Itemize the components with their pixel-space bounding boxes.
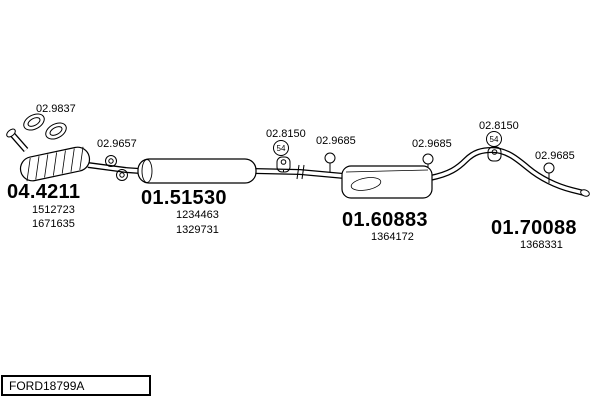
- drawing-code-box: FORD18799A: [1, 375, 151, 396]
- clamp-icon: [105, 155, 128, 181]
- ring-diameter-badge: 54: [273, 140, 289, 156]
- part-number-gasket: 02.9837: [36, 103, 76, 115]
- rear-silencer: [341, 165, 433, 199]
- part-number-tail-pipe: 01.70088: [491, 217, 577, 239]
- ref-number: 1368331: [520, 239, 563, 251]
- hanger-icon: [324, 152, 336, 172]
- pipe-runs: [6, 128, 590, 197]
- rubber-mount-icon: [487, 146, 502, 162]
- part-number-mount-rear: 02.8150: [479, 120, 519, 132]
- hanger-icon: [543, 162, 555, 183]
- part-number-mid-silencer: 01.51530: [141, 187, 227, 209]
- part-number-catalyst: 04.4211: [7, 181, 81, 203]
- hanger-icon: [422, 153, 434, 167]
- middle-silencer: [137, 158, 257, 184]
- drawing-code: FORD18799A: [9, 378, 85, 393]
- part-number-hanger-tail: 02.9685: [535, 150, 575, 162]
- part-number-rear-silencer: 01.60883: [342, 209, 428, 231]
- part-number-clamp: 02.9657: [97, 138, 137, 150]
- part-number-hanger-mid2: 02.9685: [412, 138, 452, 150]
- ref-number: 1364172: [371, 231, 414, 243]
- part-number-hanger-mid1: 02.9685: [316, 135, 356, 147]
- rubber-mount-icon: [276, 156, 291, 173]
- gasket-icon: [23, 113, 67, 140]
- ref-number: 1671635: [32, 218, 75, 230]
- catalytic-converter: [19, 146, 91, 182]
- ring-diameter-badge: 54: [486, 131, 502, 147]
- ref-number: 1512723: [32, 204, 75, 216]
- ref-number: 1234463: [176, 209, 219, 221]
- part-number-mount-front: 02.8150: [266, 128, 306, 140]
- ref-number: 1329731: [176, 224, 219, 236]
